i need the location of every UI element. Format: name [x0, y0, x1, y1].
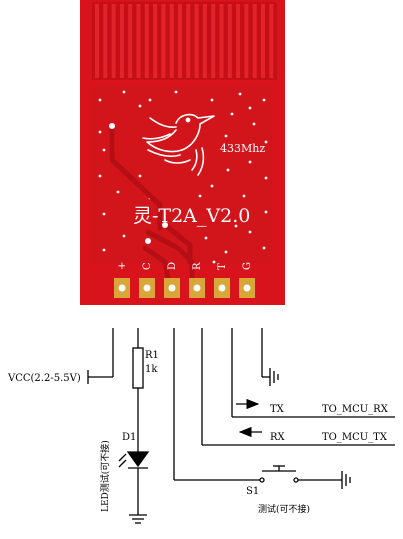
ground-symbol [129, 514, 147, 524]
led-note: LED测试(可不接) [99, 440, 111, 512]
vcc-label: VCC(2.2-5.5V) [7, 373, 81, 384]
pin-hole [143, 284, 151, 292]
via-dot [98, 130, 102, 134]
antenna-segment [236, 4, 241, 78]
via-dot [224, 250, 228, 254]
antenna-segment [103, 4, 108, 78]
led-ref: D1 [122, 432, 136, 443]
pin-hole [118, 284, 126, 292]
via-dot [262, 98, 266, 102]
via-dot [234, 224, 238, 228]
via-dot [226, 168, 230, 172]
resistor-ref: R1 [145, 350, 159, 361]
antenna-segment [161, 4, 166, 78]
antenna-segment [227, 4, 232, 78]
via-dot [102, 212, 106, 216]
antenna-segment [153, 4, 158, 78]
via-dot [210, 184, 214, 188]
ground-symbol [269, 368, 279, 386]
antenna-segment [169, 4, 174, 78]
pin-label: T [217, 263, 228, 270]
schematic-labels: VCC(2.2-5.5V) R1 1k D1 LED测试(可不接) TX TO_… [7, 350, 389, 515]
via-dot [148, 98, 152, 102]
led-d1-symbol [118, 451, 150, 469]
antenna-trace [92, 2, 277, 80]
antenna-segment [194, 4, 199, 78]
pin-label: D [167, 262, 178, 270]
switch-ref: S1 [246, 486, 259, 497]
via-dot [198, 194, 202, 198]
via-large [145, 238, 151, 244]
via-dot [248, 230, 252, 234]
via-dot [138, 174, 142, 178]
via-dot [242, 194, 246, 198]
via-dot [204, 236, 208, 240]
via-dot [252, 122, 256, 126]
via-dot [98, 174, 102, 178]
via-dot [98, 98, 102, 102]
via-dot [174, 90, 178, 94]
pin-hole [193, 284, 201, 292]
pin-hole [243, 284, 251, 292]
rx-label: RX [270, 432, 286, 443]
antenna-segment [111, 4, 116, 78]
antenna-segment [211, 4, 216, 78]
via-dot [122, 234, 126, 238]
pcb-board: 433Mhz 灵-T2A_V2.0 + C D R T G [80, 0, 285, 305]
via-large [109, 123, 115, 129]
pin-header: + C D R T G [114, 262, 255, 298]
antenna-segment [202, 4, 207, 78]
via-dot [264, 176, 268, 180]
pin-label: + [117, 262, 128, 270]
switch-s1-symbol [259, 465, 299, 483]
antenna-segment [186, 4, 191, 78]
antenna-segment [178, 4, 182, 78]
antenna-segment [219, 4, 224, 78]
via-dot [238, 92, 242, 96]
antenna-segment [261, 4, 265, 78]
antenna-segment [144, 4, 149, 78]
pin-label: R [192, 262, 203, 270]
via-dot [116, 190, 120, 194]
tx-net-label: TO_MCU_RX [322, 404, 389, 415]
antenna-segment [128, 4, 133, 78]
via-dot [264, 140, 268, 144]
pin-hole [218, 284, 226, 292]
pin-label: G [242, 262, 253, 270]
resistor-value: 1k [145, 364, 158, 375]
antenna-segment [119, 4, 124, 78]
via-dot [264, 210, 268, 214]
resistor-r1 [132, 347, 144, 389]
board-name-label: 灵-T2A_V2.0 [133, 205, 250, 227]
via-dot [102, 148, 106, 152]
via-dot [230, 112, 234, 116]
frequency-label: 433Mhz [220, 142, 265, 155]
via-dot [138, 104, 142, 108]
via-dot [248, 160, 252, 164]
via-dot [262, 246, 266, 250]
pin-hole [168, 284, 176, 292]
via-large [162, 222, 168, 228]
via-dot [224, 134, 228, 138]
ground-symbol [341, 471, 351, 489]
via-dot [102, 248, 106, 252]
antenna-segment [269, 4, 274, 78]
antenna-segment [136, 4, 141, 78]
via-dot [212, 260, 216, 264]
antenna-segment [252, 4, 257, 78]
via-dot [248, 106, 252, 110]
tx-label: TX [270, 404, 285, 415]
switch-note: 测试(可不接) [258, 503, 310, 515]
rx-net-label: TO_MCU_TX [322, 432, 388, 443]
hummingbird-logo [142, 113, 215, 176]
antenna-segment [244, 4, 249, 78]
via-dot [122, 90, 126, 94]
via-dot [210, 98, 214, 102]
schematic [87, 328, 395, 524]
pin-label: C [142, 262, 153, 270]
antenna-segment [95, 4, 99, 78]
